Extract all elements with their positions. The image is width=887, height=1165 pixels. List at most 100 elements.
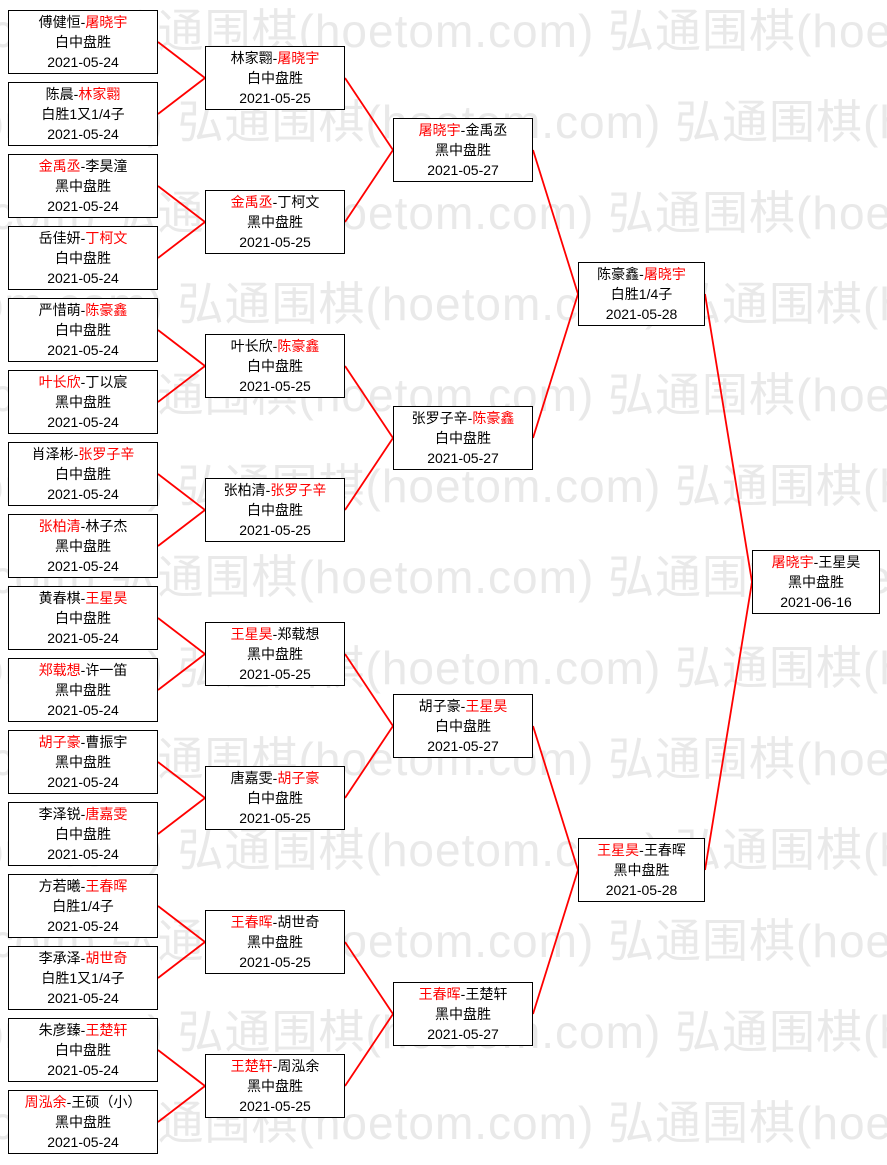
connector-line — [157, 329, 206, 367]
connector-line — [157, 617, 206, 655]
player1-name: 王星昊 — [230, 626, 273, 642]
match-date: 2021-05-25 — [239, 90, 311, 106]
match-date: 2021-05-25 — [239, 234, 311, 250]
player2-name: 李昊潼 — [85, 158, 128, 174]
match-players: 屠晓宇-王星昊 — [771, 554, 861, 570]
connector-line — [157, 365, 206, 403]
player1-name: 严惜萌 — [38, 302, 81, 318]
player2-name: 许一笛 — [85, 662, 128, 678]
match-date: 2021-05-25 — [239, 522, 311, 538]
player2-name: 曹振宇 — [85, 734, 128, 750]
match-players: 唐嘉雯-胡子豪 — [230, 770, 320, 786]
match-date: 2021-05-24 — [47, 342, 119, 358]
match-result: 黑中盘胜 — [55, 1114, 111, 1130]
connector-line — [344, 365, 394, 439]
connector-line — [157, 185, 206, 223]
player2-name: 丁柯文 — [85, 230, 128, 246]
match-players: 周泓余-王硕（小） — [24, 1094, 142, 1110]
match-date: 2021-05-24 — [47, 702, 119, 718]
match-players: 林家翾-屠晓宇 — [230, 50, 320, 66]
connector-line — [157, 41, 206, 79]
player2-name: 张罗子辛 — [78, 446, 135, 462]
match-players: 李承泽-胡世奇 — [38, 950, 128, 966]
match-result: 白中盘胜 — [55, 322, 111, 338]
connector-line — [344, 725, 394, 799]
match-date: 2021-05-27 — [427, 162, 499, 178]
player2-name: 丁以宸 — [85, 374, 128, 390]
match-players: 陈豪鑫-屠晓宇 — [597, 266, 686, 282]
match-date: 2021-05-24 — [47, 270, 119, 286]
match-players: 张柏清-张罗子辛 — [223, 482, 327, 498]
match-date: 2021-06-16 — [780, 594, 852, 610]
connector-line — [157, 1049, 206, 1087]
match-result: 黑中盘胜 — [788, 574, 844, 590]
connector-line — [704, 293, 753, 583]
match-box[interactable]: 屠晓宇-王星昊黑中盘胜 2021-06-16 — [752, 550, 880, 614]
match-date: 2021-05-24 — [47, 918, 119, 934]
player1-name: 陈豪鑫 — [597, 266, 640, 282]
match-players: 朱彦臻-王楚轩 — [38, 1022, 128, 1038]
match-date: 2021-05-24 — [47, 990, 119, 1006]
match-result: 黑中盘胜 — [55, 538, 111, 554]
match-result: 白中盘胜 — [55, 34, 111, 50]
player2-name: 唐嘉雯 — [85, 806, 128, 822]
match-box[interactable]: 郑载想-许一笛黑中盘胜 2021-05-24 — [8, 658, 158, 722]
match-result: 黑中盘胜 — [247, 934, 303, 950]
player1-name: 李泽锐 — [38, 806, 81, 822]
match-date: 2021-05-25 — [239, 954, 311, 970]
match-players: 叶长欣-陈豪鑫 — [230, 338, 320, 354]
player2-name: 胡子豪 — [277, 770, 320, 786]
player1-name: 王星昊 — [597, 842, 640, 858]
match-result: 黑中盘胜 — [435, 1006, 491, 1022]
match-date: 2021-05-24 — [47, 774, 119, 790]
match-players: 郑载想-许一笛 — [38, 662, 128, 678]
player2-name: 陈豪鑫 — [277, 338, 320, 354]
connector-line — [157, 1085, 206, 1123]
player1-name: 唐嘉雯 — [230, 770, 273, 786]
match-result: 白中盘胜 — [247, 358, 303, 374]
match-players: 岳佳妍-丁柯文 — [38, 230, 128, 246]
player1-name: 陈晨 — [45, 86, 74, 102]
player2-name: 王春晖 — [643, 842, 686, 858]
player2-name: 胡世奇 — [277, 914, 320, 930]
connector-line — [157, 473, 206, 511]
match-box[interactable]: 张柏清-张罗子辛白中盘胜 2021-05-25 — [205, 478, 345, 542]
match-result: 黑中盘胜 — [613, 862, 670, 878]
player1-name: 叶长欣 — [38, 374, 81, 390]
match-players: 胡子豪-曹振宇 — [38, 734, 128, 750]
player1-name: 张柏清 — [223, 482, 266, 498]
match-result: 白中盘胜 — [247, 502, 303, 518]
connector-line — [344, 437, 394, 511]
match-result: 黑中盘胜 — [55, 682, 111, 698]
player1-name: 屠晓宇 — [418, 122, 461, 138]
player1-name: 黄春棋 — [38, 590, 81, 606]
